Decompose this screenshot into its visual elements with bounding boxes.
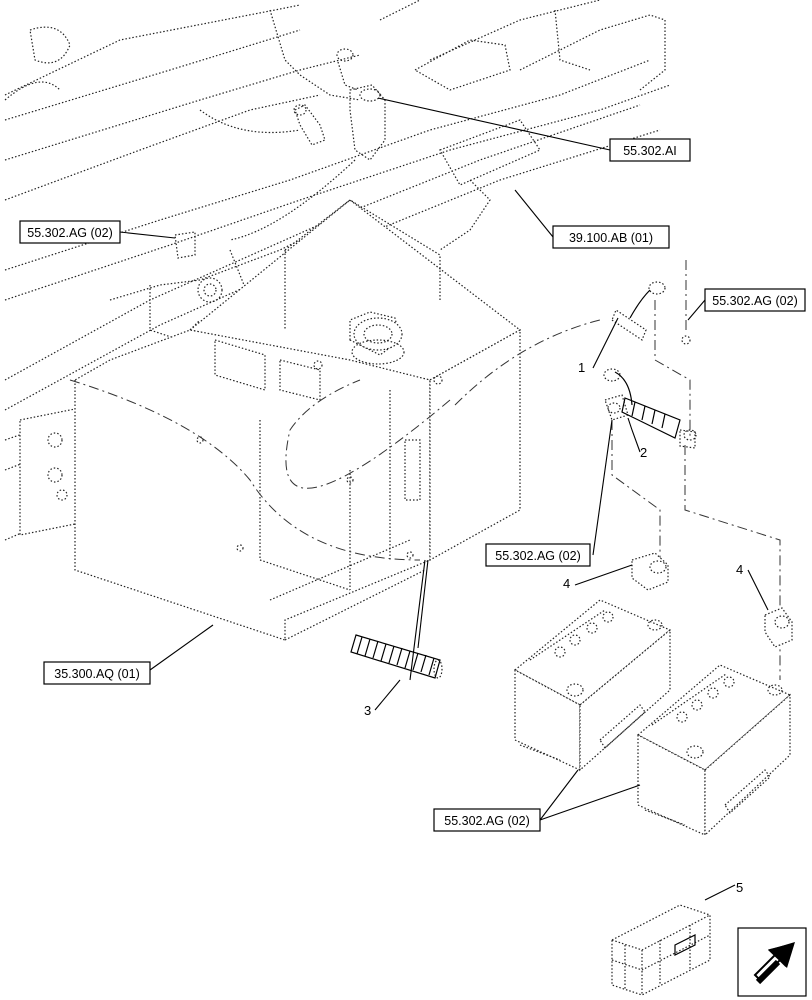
ref-label: 55.302.AG (02) bbox=[495, 549, 580, 563]
callout-4b: 4 bbox=[736, 562, 743, 577]
ref-box-55-302-ai[interactable]: 55.302.AI bbox=[609, 138, 691, 162]
terminal-cap-4a bbox=[631, 552, 669, 591]
ref-box-55-302-ag-mid[interactable]: 55.302.AG (02) bbox=[485, 543, 591, 567]
packing-crate-icon bbox=[611, 904, 711, 996]
ref-box-55-302-ag-left[interactable]: 55.302.AG (02) bbox=[19, 220, 121, 244]
ref-label: 55.302.AI bbox=[623, 144, 677, 158]
next-page-arrow-icon[interactable] bbox=[737, 927, 807, 997]
frame-connectors bbox=[199, 48, 386, 241]
fuel-tank bbox=[74, 199, 522, 641]
ref-box-35-300-aq[interactable]: 35.300.AQ (01) bbox=[43, 661, 151, 685]
ref-box-55-302-ag-bottom[interactable]: 55.302.AG (02) bbox=[433, 808, 541, 832]
callout-2: 2 bbox=[640, 445, 647, 460]
callout-4a: 4 bbox=[563, 576, 570, 591]
ref-label: 55.302.AG (02) bbox=[444, 814, 529, 828]
harness-routes bbox=[69, 260, 781, 680]
battery-left bbox=[513, 599, 672, 772]
terminal-cap-4b bbox=[764, 607, 793, 648]
ref-box-55-302-ag-right[interactable]: 55.302.AG (02) bbox=[704, 288, 806, 312]
clamp-item-2 bbox=[603, 368, 697, 449]
ref-box-39-100-ab[interactable]: 39.100.AB (01) bbox=[552, 225, 670, 249]
ref-label: 55.302.AG (02) bbox=[27, 226, 112, 240]
callout-5: 5 bbox=[736, 880, 743, 895]
battery-right bbox=[636, 664, 792, 837]
callout-1: 1 bbox=[578, 360, 585, 375]
ref-label: 39.100.AB (01) bbox=[569, 231, 653, 245]
ref-label: 55.302.AG (02) bbox=[712, 294, 797, 308]
callout-3: 3 bbox=[364, 703, 371, 718]
corrugated-sleeve-item-3 bbox=[350, 634, 443, 679]
ref-label: 35.300.AQ (01) bbox=[54, 667, 139, 681]
leader-lines bbox=[119, 97, 769, 901]
cable-item-1 bbox=[611, 281, 691, 345]
